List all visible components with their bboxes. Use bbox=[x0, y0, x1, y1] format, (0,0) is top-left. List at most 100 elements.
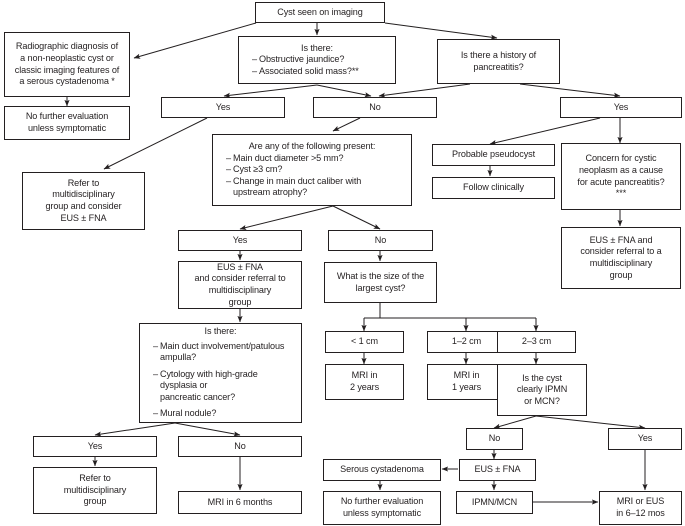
bullet-text: Mural nodule? bbox=[160, 408, 217, 419]
node-label-line-4: group bbox=[228, 296, 252, 307]
node-title: Are any of the following present: bbox=[248, 141, 376, 152]
node-size-less-than-1cm[interactable]: < 1 cm bbox=[325, 331, 404, 353]
node-no-worrisome-features[interactable]: No bbox=[178, 436, 302, 457]
node-label: Cyst seen on imaging bbox=[277, 6, 363, 17]
node-size-2-to-3cm[interactable]: 2–3 cm bbox=[497, 331, 576, 353]
node-label-line-3: for acute pancreatitis? bbox=[577, 176, 665, 187]
node-is-there-jaundice-mass[interactable]: Is there: Obstructive jaundice? Associat… bbox=[238, 36, 396, 84]
node-label-line-2: 2 years bbox=[349, 382, 380, 392]
node-label: 2–3 cm bbox=[521, 336, 552, 347]
node-label-line-1: Refer to bbox=[67, 177, 100, 188]
node-label-line-3: or MCN? bbox=[524, 395, 560, 406]
node-yes-ipmn-mcn[interactable]: Yes bbox=[608, 428, 682, 450]
node-refer-mdt-consider-eus[interactable]: Refer to multidisciplinary group and con… bbox=[22, 172, 145, 230]
node-no-not-ipmn-mcn[interactable]: No bbox=[466, 428, 523, 450]
node-label-line-2: clearly IPMN bbox=[516, 384, 568, 395]
node-history-of-pancreatitis[interactable]: Is there a history of pancreatitis? bbox=[437, 39, 560, 84]
node-refer-mdt-group[interactable]: Refer to multidisciplinary group bbox=[33, 467, 157, 514]
bullet-item: Main duct diameter >5 mm? bbox=[226, 153, 405, 165]
bullet-text: Obstructive jaundice? bbox=[259, 54, 345, 65]
node-label: No bbox=[234, 440, 246, 451]
node-label-line-2: 1 years bbox=[451, 382, 482, 392]
node-label: IPMN/MCN bbox=[471, 496, 518, 507]
node-label-line-3: multidisciplinary bbox=[589, 258, 653, 268]
node-label-line-1: Radiographic diagnosis of bbox=[15, 41, 119, 52]
node-yes-high-risk-features[interactable]: Yes bbox=[178, 230, 302, 251]
node-label-line-2: multidisciplinary bbox=[63, 484, 127, 495]
node-label-line-1: EUS ± FNA bbox=[216, 261, 264, 272]
bullet-list: Main duct involvement/patulous ampulla? … bbox=[146, 338, 295, 421]
node-footnote-marker: *** bbox=[615, 188, 627, 199]
node-are-any-of-the-following[interactable]: Are any of the following present: Main d… bbox=[212, 134, 412, 206]
node-label-line-1: No further evaluation bbox=[340, 496, 424, 507]
node-label-line-1: No further evaluation bbox=[25, 111, 109, 122]
node-label-line-1: MRI in bbox=[453, 370, 480, 381]
node-title: Is there: bbox=[204, 325, 237, 336]
node-label: < 1 cm bbox=[351, 336, 378, 347]
node-title: Is there: bbox=[301, 42, 333, 53]
node-size-1-to-2cm[interactable]: 1–2 cm bbox=[427, 331, 506, 353]
node-mri-in-1-years[interactable]: MRI in 1 years bbox=[427, 364, 506, 400]
bullet-text: Associated solid mass?** bbox=[259, 65, 359, 76]
bullet-continuation: pancreatic cancer? bbox=[160, 391, 236, 402]
node-label: Serous cystadenoma bbox=[340, 464, 424, 475]
node-serous-cystadenoma[interactable]: Serous cystadenoma bbox=[323, 459, 441, 481]
bullet-item: Main duct involvement/patulous ampulla? bbox=[153, 341, 295, 364]
node-no-high-risk-features[interactable]: No bbox=[328, 230, 433, 251]
node-label-line-1: MRI or EUS bbox=[616, 496, 665, 507]
node-label-line-4: group bbox=[609, 269, 633, 280]
bullet-continuation: ampulla? bbox=[160, 352, 197, 363]
node-label-line-1: Concern for cystic bbox=[585, 153, 657, 164]
node-is-there-main-duct-involvement[interactable]: Is there: Main duct involvement/patulous… bbox=[139, 323, 302, 423]
node-eus-fna-consider-referral[interactable]: EUS ± FNA and consider referral to multi… bbox=[178, 261, 302, 309]
node-label: No bbox=[374, 234, 387, 245]
node-no-jaundice[interactable]: No bbox=[313, 97, 437, 118]
node-label: Yes bbox=[637, 433, 653, 444]
bullet-item: Mural nodule? bbox=[153, 408, 295, 420]
bullet-item: Cyst ≥3 cm? bbox=[226, 164, 405, 176]
node-label-line-1: EUS ± FNA and bbox=[589, 234, 653, 245]
node-label: No bbox=[488, 433, 501, 444]
node-yes-worrisome-features[interactable]: Yes bbox=[33, 436, 157, 457]
node-label-line-2: and consider referral to bbox=[194, 273, 286, 284]
node-mri-or-eus-6-12-mos[interactable]: MRI or EUS in 6–12 mos bbox=[599, 491, 682, 525]
node-label: 1–2 cm bbox=[451, 336, 482, 347]
node-radiographic-diagnosis[interactable]: Radiographic diagnosis of a non-neoplast… bbox=[4, 32, 130, 97]
node-eus-fna-bottom[interactable]: EUS ± FNA bbox=[459, 459, 536, 481]
node-is-cyst-clearly-ipmn-mcn[interactable]: Is the cyst clearly IPMN or MCN? bbox=[497, 364, 587, 416]
bullet-text: Cytology with high-grade dysplasia or bbox=[160, 368, 258, 391]
node-label-line-2: unless symptomatic bbox=[27, 123, 107, 133]
node-label: EUS ± FNA bbox=[474, 464, 521, 475]
node-mri-in-6-months[interactable]: MRI in 6 months bbox=[178, 491, 302, 514]
node-ipmn-mcn[interactable]: IPMN/MCN bbox=[456, 491, 533, 514]
node-mri-in-2-years[interactable]: MRI in 2 years bbox=[325, 364, 404, 400]
node-label-line-1: Refer to bbox=[79, 473, 111, 484]
node-concern-cystic-neoplasm[interactable]: Concern for cystic neoplasm as a cause f… bbox=[561, 143, 681, 210]
bullet-text: Main duct involvement/patulous bbox=[160, 340, 285, 351]
node-yes-pancreatitis[interactable]: Yes bbox=[560, 97, 682, 118]
node-eus-fna-refer-mdt[interactable]: EUS ± FNA and consider referral to a mul… bbox=[561, 227, 681, 289]
node-probable-pseudocyst[interactable]: Probable pseudocyst bbox=[432, 144, 555, 166]
bullet-text: Cyst ≥3 cm? bbox=[233, 164, 283, 175]
bullet-item: Associated solid mass?** bbox=[252, 66, 389, 78]
node-label-line-2: multidisciplinary bbox=[52, 189, 115, 200]
node-yes-jaundice[interactable]: Yes bbox=[161, 97, 285, 118]
node-label-line-1: Is the cyst bbox=[522, 372, 562, 383]
node-label-line-1: What is the size of the bbox=[336, 270, 425, 281]
node-size-of-largest-cyst[interactable]: What is the size of the largest cyst? bbox=[324, 262, 437, 303]
bullet-list: Main duct diameter >5 mm? Cyst ≥3 cm? Ch… bbox=[219, 153, 405, 199]
node-label-line-2: unless symptomatic bbox=[342, 508, 422, 518]
node-label-line-4: a serous cystadenoma * bbox=[19, 76, 115, 87]
bullet-list: Obstructive jaundice? Associated solid m… bbox=[245, 54, 389, 77]
node-cyst-seen-on-imaging[interactable]: Cyst seen on imaging bbox=[255, 2, 385, 23]
node-label-line-3: group and consider bbox=[45, 201, 122, 211]
node-follow-clinically[interactable]: Follow clinically bbox=[432, 177, 555, 199]
node-label-line-2: in 6–12 mos bbox=[616, 508, 665, 518]
node-label: Probable pseudocyst bbox=[451, 149, 536, 160]
bullet-item: Change in main duct caliber with upstrea… bbox=[226, 176, 405, 199]
node-no-further-evaluation-bottom[interactable]: No further evaluation unless symptomatic bbox=[323, 491, 441, 525]
node-no-further-evaluation-left[interactable]: No further evaluation unless symptomatic bbox=[4, 106, 130, 140]
node-label-line-3: classic imaging features of bbox=[14, 64, 120, 75]
node-label: MRI in 6 months bbox=[207, 496, 273, 507]
